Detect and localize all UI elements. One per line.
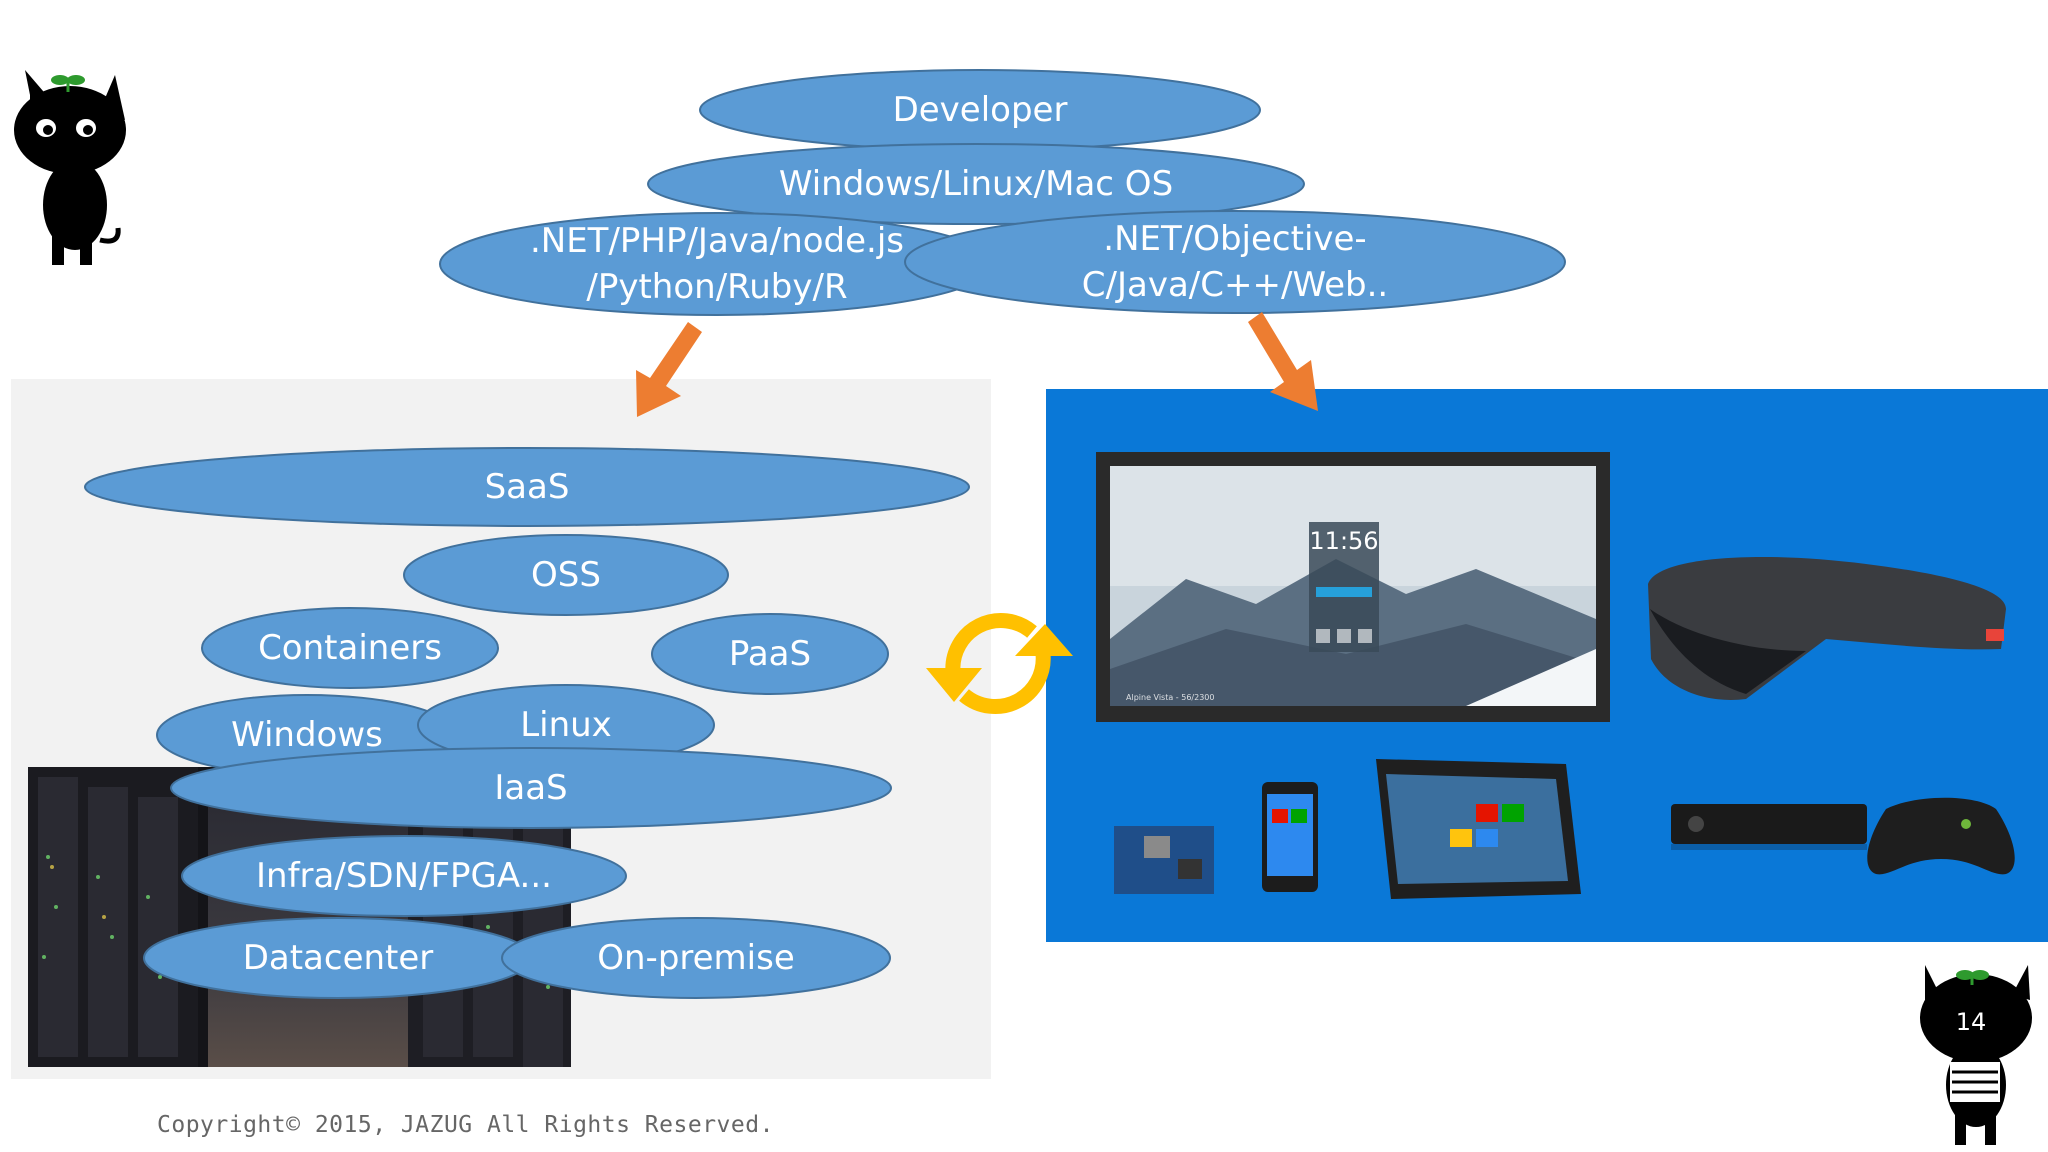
- ellipse-os: [647, 143, 1305, 225]
- xbox-controller-image: [1867, 797, 2015, 875]
- sync-arrowhead-right: [1015, 624, 1073, 656]
- tablet-image: [1376, 759, 1581, 899]
- arrow-to-cloud: [636, 322, 702, 417]
- phone-image: [1262, 782, 1318, 892]
- ellipse-saas: [84, 447, 970, 527]
- server-languages-label: .NET/PHP/Java/node.js /Python/Ruby/R: [529, 221, 905, 307]
- copyright-text: Copyright© 2015, JAZUG All Rights Reserv…: [157, 1112, 774, 1138]
- ellipse-device-languages: [904, 210, 1566, 314]
- surface-hub-caption: Alpine Vista - 56/2300: [1126, 693, 1214, 702]
- iaas-label: IaaS: [494, 768, 568, 808]
- datacenter-label: Datacenter: [242, 938, 434, 978]
- linux-label: Linux: [520, 705, 612, 745]
- iot-board-image: [1114, 826, 1214, 894]
- ellipse-on-premise: [501, 917, 891, 999]
- ellipse-infra: [181, 835, 627, 917]
- oss-label: OSS: [531, 555, 601, 595]
- paas-label: PaaS: [728, 634, 812, 674]
- developer-label: Developer: [892, 90, 1068, 130]
- kinect-image: [1671, 804, 1867, 850]
- containers-label: Containers: [258, 628, 442, 668]
- cat-mascot-icon: [14, 70, 126, 265]
- saas-label: SaaS: [484, 467, 570, 507]
- infra-label: Infra/SDN/FPGA...: [256, 856, 552, 896]
- ellipse-containers: [201, 607, 499, 689]
- windows-label: Windows: [231, 715, 383, 755]
- on-premise-label: On-premise: [597, 938, 795, 978]
- sync-icon: [945, 613, 1051, 715]
- sync-arrowhead-left: [926, 668, 982, 702]
- ellipse-iaas: [170, 747, 892, 829]
- ellipse-paas: [651, 613, 889, 695]
- devices-panel: 11:56 Alpine Vista - 56/2300: [1046, 389, 2048, 942]
- device-languages-label: .NET/Objective- C/Java/C++/Web..: [1081, 219, 1389, 305]
- page-number: 14: [1955, 1008, 1987, 1036]
- surface-hub-image: 11:56 Alpine Vista - 56/2300: [1096, 452, 1610, 722]
- hololens-image: [1648, 556, 2006, 700]
- cat-page-mascot-icon: [1920, 965, 2032, 1145]
- arrow-to-devices: [1248, 312, 1318, 411]
- ellipse-oss: [403, 534, 729, 616]
- os-label: Windows/Linux/Mac OS: [778, 164, 1174, 204]
- surface-hub-clock: 11:56: [1309, 527, 1378, 555]
